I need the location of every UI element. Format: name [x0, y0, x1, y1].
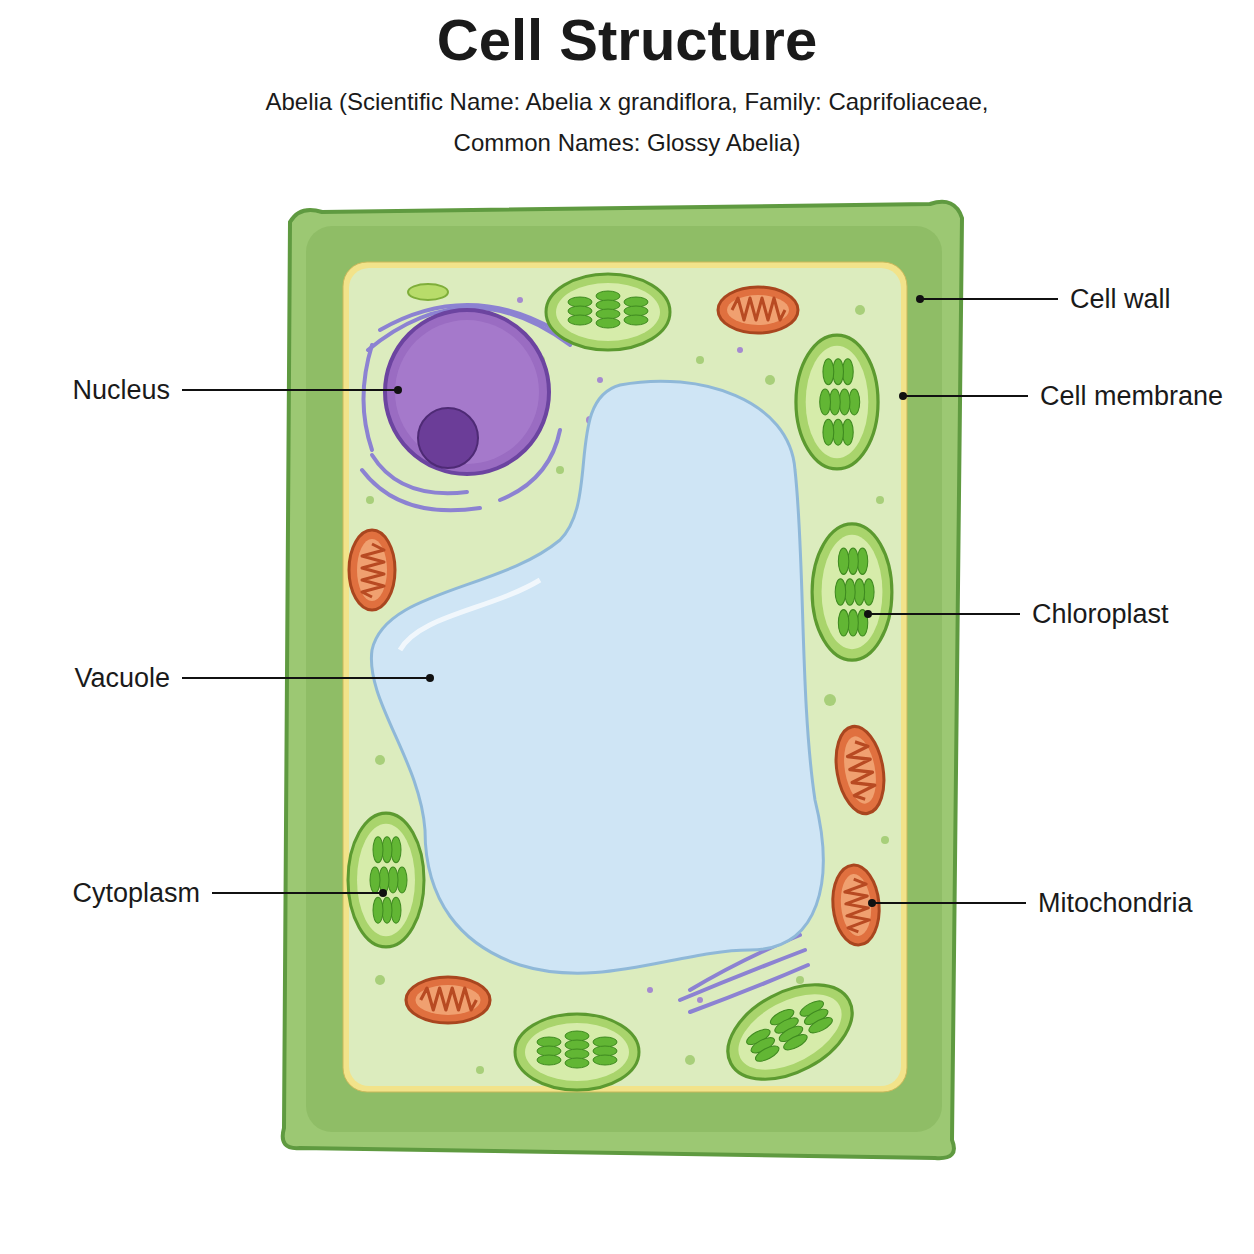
diagram-title: Cell Structure — [0, 8, 1254, 72]
part-label: Mitochondria — [1038, 887, 1193, 919]
part-label: Chloroplast — [1032, 598, 1169, 630]
cell-wall — [283, 202, 962, 1158]
mitochondrion — [830, 863, 883, 947]
vacuole — [371, 381, 823, 973]
leader-line — [182, 677, 430, 679]
part-label: Cytoplasm — [72, 877, 200, 909]
leader-line — [903, 395, 1028, 397]
leader-line — [182, 389, 398, 391]
nucleus — [385, 310, 549, 474]
chloroplast — [796, 335, 878, 469]
cell-membrane — [343, 262, 907, 1092]
vacuole-highlight — [400, 580, 540, 650]
mitochondrion — [349, 530, 395, 610]
part-label: Cell membrane — [1040, 380, 1223, 412]
leader-line — [872, 902, 1026, 904]
mitochondrion — [406, 977, 490, 1023]
mitochondrion — [830, 723, 891, 818]
chloroplast — [712, 965, 868, 1098]
leader-line — [868, 613, 1020, 615]
part-label: Cell wall — [1070, 283, 1171, 315]
leader-line — [920, 298, 1058, 300]
leader-dots — [379, 295, 924, 907]
small-plastid — [408, 284, 448, 300]
chloroplast — [546, 274, 670, 350]
chloroplast — [515, 1014, 639, 1090]
mitochondrion — [718, 287, 798, 333]
leader-line — [212, 892, 383, 894]
part-label: Nucleus — [72, 374, 170, 406]
part-label: Vacuole — [74, 662, 170, 694]
leader-lines — [182, 299, 1058, 903]
subtitle: Abelia (Scientific Name: Abelia x grandi… — [227, 82, 1027, 164]
chloroplast — [812, 524, 892, 660]
nucleolus — [418, 408, 478, 468]
cytoplasm-granules — [366, 296, 889, 1074]
chloroplast — [348, 813, 424, 947]
cytoplasm — [349, 268, 901, 1086]
